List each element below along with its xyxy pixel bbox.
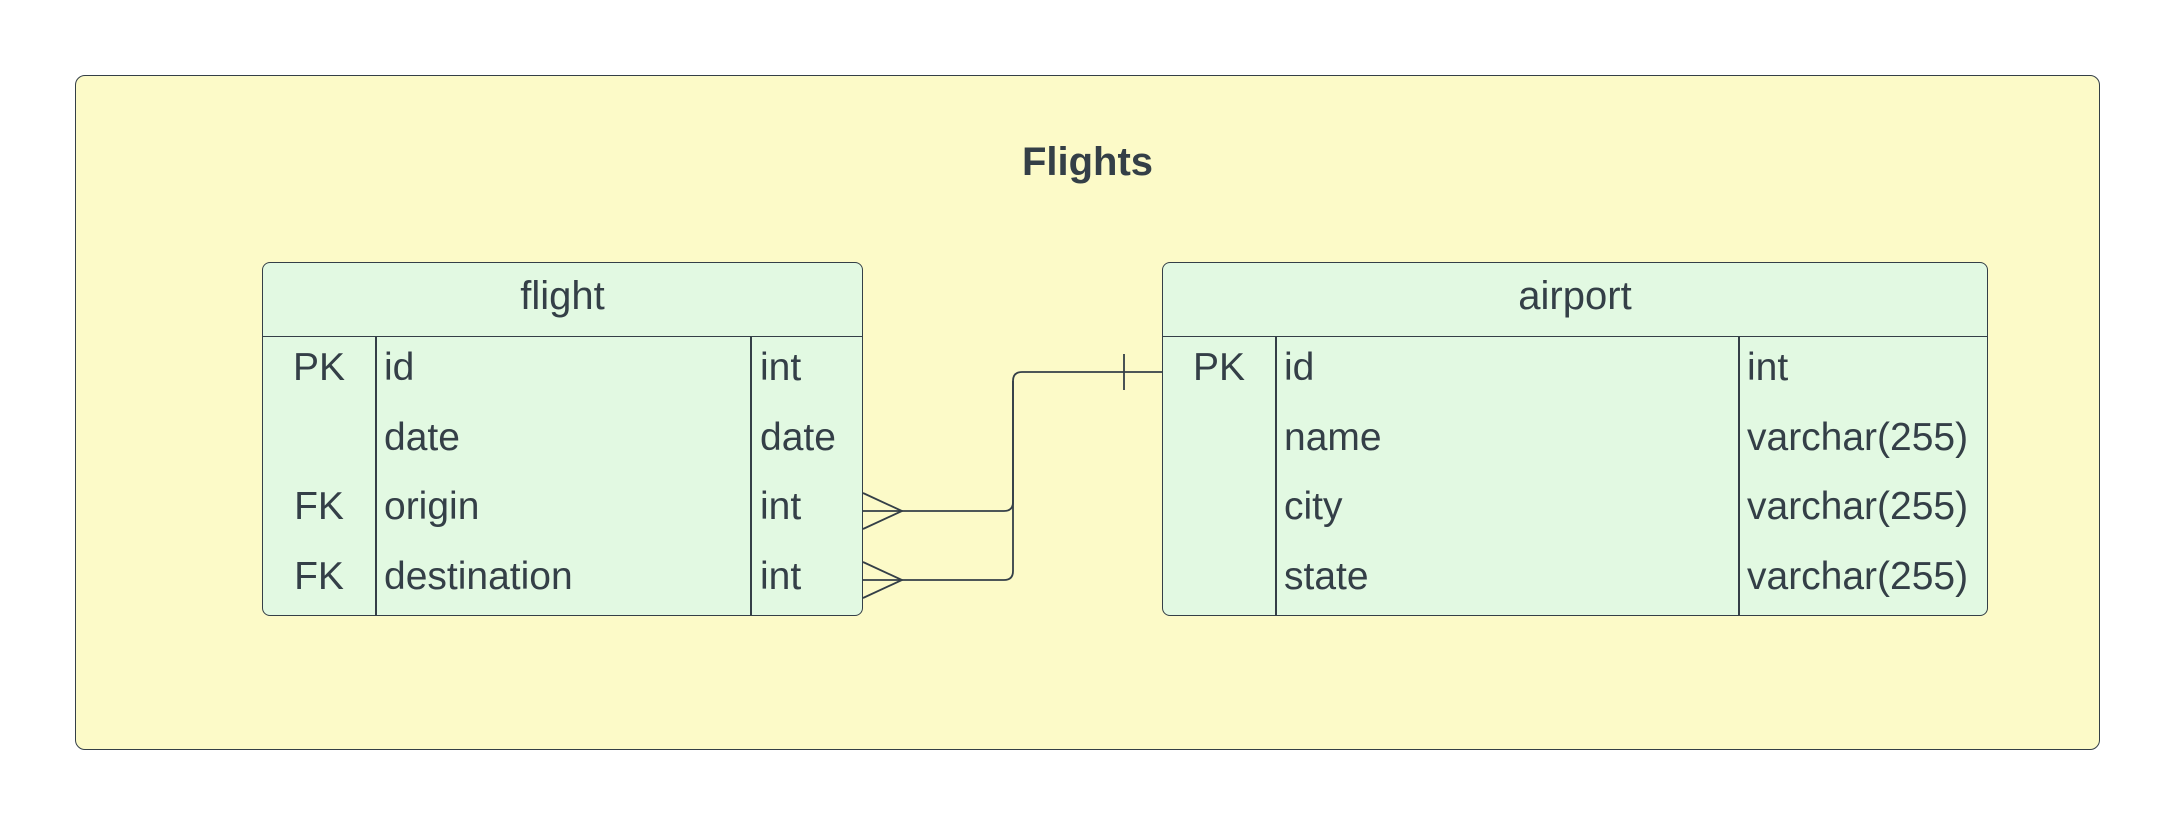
diagram-title: Flights (1021, 140, 1154, 184)
row-key: FK (294, 485, 344, 528)
row-type: varchar(255) (1747, 555, 1969, 598)
row-type: int (1747, 346, 1789, 389)
row-type: varchar(255) (1747, 485, 1969, 528)
row-field: origin (384, 485, 480, 528)
column-divider (750, 337, 752, 615)
row-field: id (1284, 346, 1315, 389)
row-key: PK (1192, 346, 1246, 389)
row-key: FK (294, 555, 344, 598)
entity-flight-name: flight (263, 263, 862, 337)
row-type: int (760, 555, 802, 598)
row-type: varchar(255) (1747, 416, 1969, 459)
entity-airport-name: airport (1163, 263, 1987, 337)
row-field: city (1284, 485, 1343, 528)
row-field: id (384, 346, 415, 389)
entity-flight[interactable]: flight PK id int date date FK origin int… (262, 262, 863, 616)
row-field: state (1284, 555, 1369, 598)
row-field: name (1284, 416, 1382, 459)
row-field: date (384, 416, 460, 459)
column-divider (1275, 337, 1277, 615)
row-key: PK (292, 346, 346, 389)
row-field: destination (384, 555, 573, 598)
row-type: int (760, 346, 802, 389)
column-divider (1738, 337, 1740, 615)
row-type: int (760, 485, 802, 528)
column-divider (375, 337, 377, 615)
row-type: date (760, 416, 836, 459)
entity-airport[interactable]: airport PK id int name varchar(255) city… (1162, 262, 1988, 616)
